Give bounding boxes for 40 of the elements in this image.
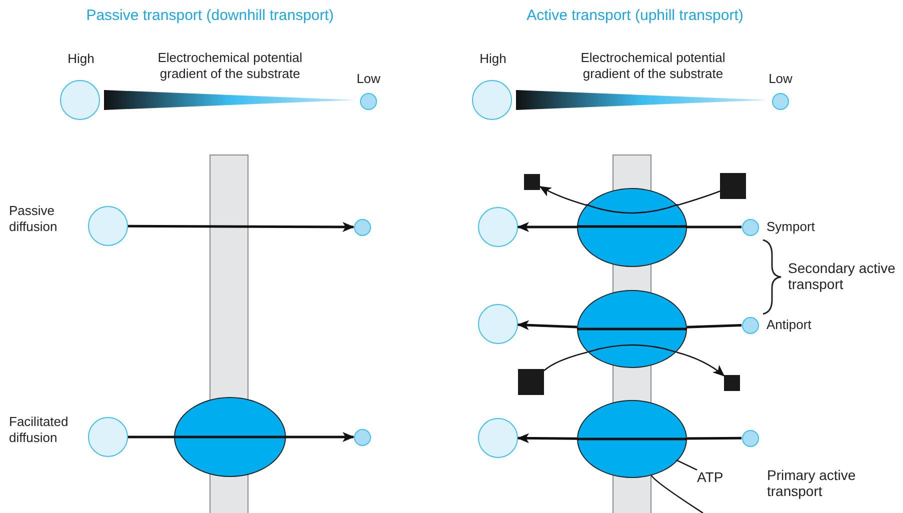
arrow [286,432,354,442]
solute-square [724,375,740,391]
arrow [517,433,577,444]
side-label: High [66,51,96,67]
solute-circle [478,304,518,344]
section-heading: Passive transport (downhill transport) [85,8,335,24]
arrow [539,186,586,206]
gradient-caption: Electrochemical potential gradient of the substrate [580,50,726,82]
section-heading: Active transport (uphill transport) [526,8,744,24]
arrow [517,320,578,330]
arrow [517,222,577,232]
connector-line [128,436,174,438]
solute-circle [478,418,518,458]
connector-line [687,436,742,440]
solute-square [524,174,540,190]
arrow [128,222,354,232]
side-label: Passive diffusion [9,203,58,235]
side-label: Antiport [766,316,812,332]
process-label: Primary active transport [767,467,857,499]
side-label: Facilitated diffusion [9,414,70,446]
solute-square [720,173,746,199]
side-label: High [478,51,508,67]
arrow [676,351,725,377]
connector-line [676,460,698,470]
solute-square [518,369,544,395]
side-label: Symport [766,218,816,234]
bracket-label: Secondary active transport [788,260,896,292]
connector-line [687,226,742,228]
connector-line [650,475,704,513]
solute-circle [354,428,370,446]
connector-line [686,324,742,328]
atp-label: ATP [697,468,727,486]
side-label: Low [356,70,382,86]
connector-line [678,190,720,206]
connector-line [544,351,588,372]
gradient-caption: Electrochemical potential gradient of the substrate [156,50,304,82]
side-label: Low [768,70,794,86]
solute-circle [354,218,370,236]
solute-circle [478,207,518,247]
solute-circle [742,430,758,446]
